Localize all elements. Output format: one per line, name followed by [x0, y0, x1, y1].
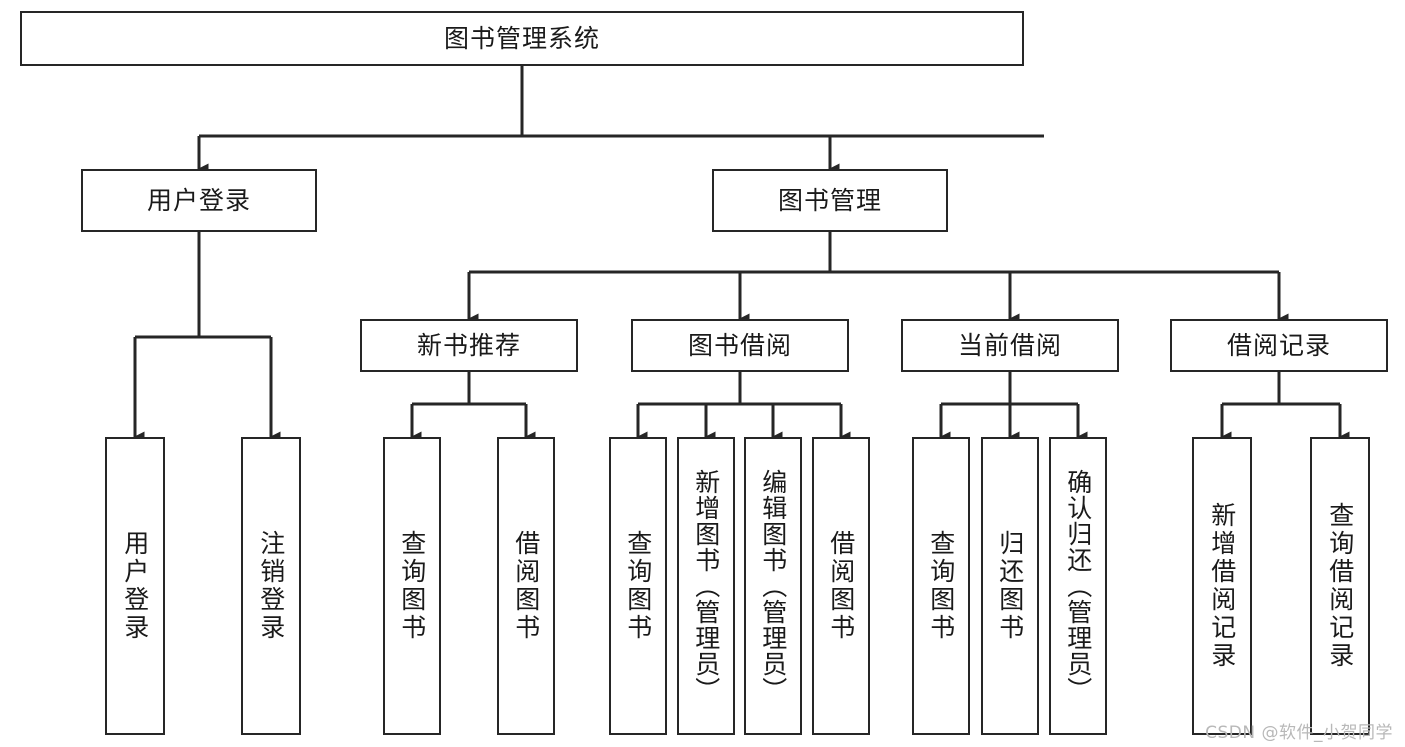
node-label: 查询借阅记录 [1325, 502, 1355, 670]
node-label: 注销登录 [256, 530, 286, 642]
node-leaf-add-record[interactable]: 新增借阅记录 [1192, 437, 1252, 735]
node-leaf-query-book-2[interactable]: 查询图书 [609, 437, 667, 735]
node-user-login[interactable]: 用户登录 [81, 169, 317, 232]
node-leaf-query-book-3[interactable]: 查询图书 [912, 437, 970, 735]
node-new-book-recommend[interactable]: 新书推荐 [360, 319, 578, 372]
node-leaf-query-record[interactable]: 查询借阅记录 [1310, 437, 1370, 735]
node-leaf-return-book[interactable]: 归还图书 [981, 437, 1039, 735]
node-label: 查询图书 [397, 530, 427, 642]
watermark-text: CSDN @软件_小贺同学 [1205, 723, 1393, 743]
node-borrow-record[interactable]: 借阅记录 [1170, 319, 1388, 372]
node-label: 归还图书 [995, 530, 1025, 642]
node-leaf-confirm-return[interactable]: 确认归还（管理员） [1049, 437, 1107, 735]
node-root-system[interactable]: 图书管理系统 [20, 11, 1024, 66]
node-book-manage[interactable]: 图书管理 [712, 169, 948, 232]
node-leaf-user-login[interactable]: 用户登录 [105, 437, 165, 735]
node-label: 新增借阅记录 [1207, 502, 1237, 670]
node-leaf-logout[interactable]: 注销登录 [241, 437, 301, 735]
node-label: 查询图书 [926, 530, 956, 642]
node-label: 借阅图书 [511, 530, 541, 642]
node-label: 用户登录 [120, 530, 150, 642]
node-leaf-edit-book[interactable]: 编辑图书（管理员） [744, 437, 802, 735]
node-book-borrow[interactable]: 图书借阅 [631, 319, 849, 372]
node-label: 新增图书（管理员） [691, 469, 721, 703]
node-leaf-borrow-book-1[interactable]: 借阅图书 [497, 437, 555, 735]
node-leaf-add-book[interactable]: 新增图书（管理员） [677, 437, 735, 735]
node-leaf-query-book-1[interactable]: 查询图书 [383, 437, 441, 735]
node-label: 查询图书 [623, 530, 653, 642]
node-label: 借阅图书 [826, 530, 856, 642]
node-current-borrow[interactable]: 当前借阅 [901, 319, 1119, 372]
node-label: 确认归还（管理员） [1063, 469, 1093, 703]
node-label: 编辑图书（管理员） [758, 469, 788, 703]
node-leaf-borrow-book-2[interactable]: 借阅图书 [812, 437, 870, 735]
